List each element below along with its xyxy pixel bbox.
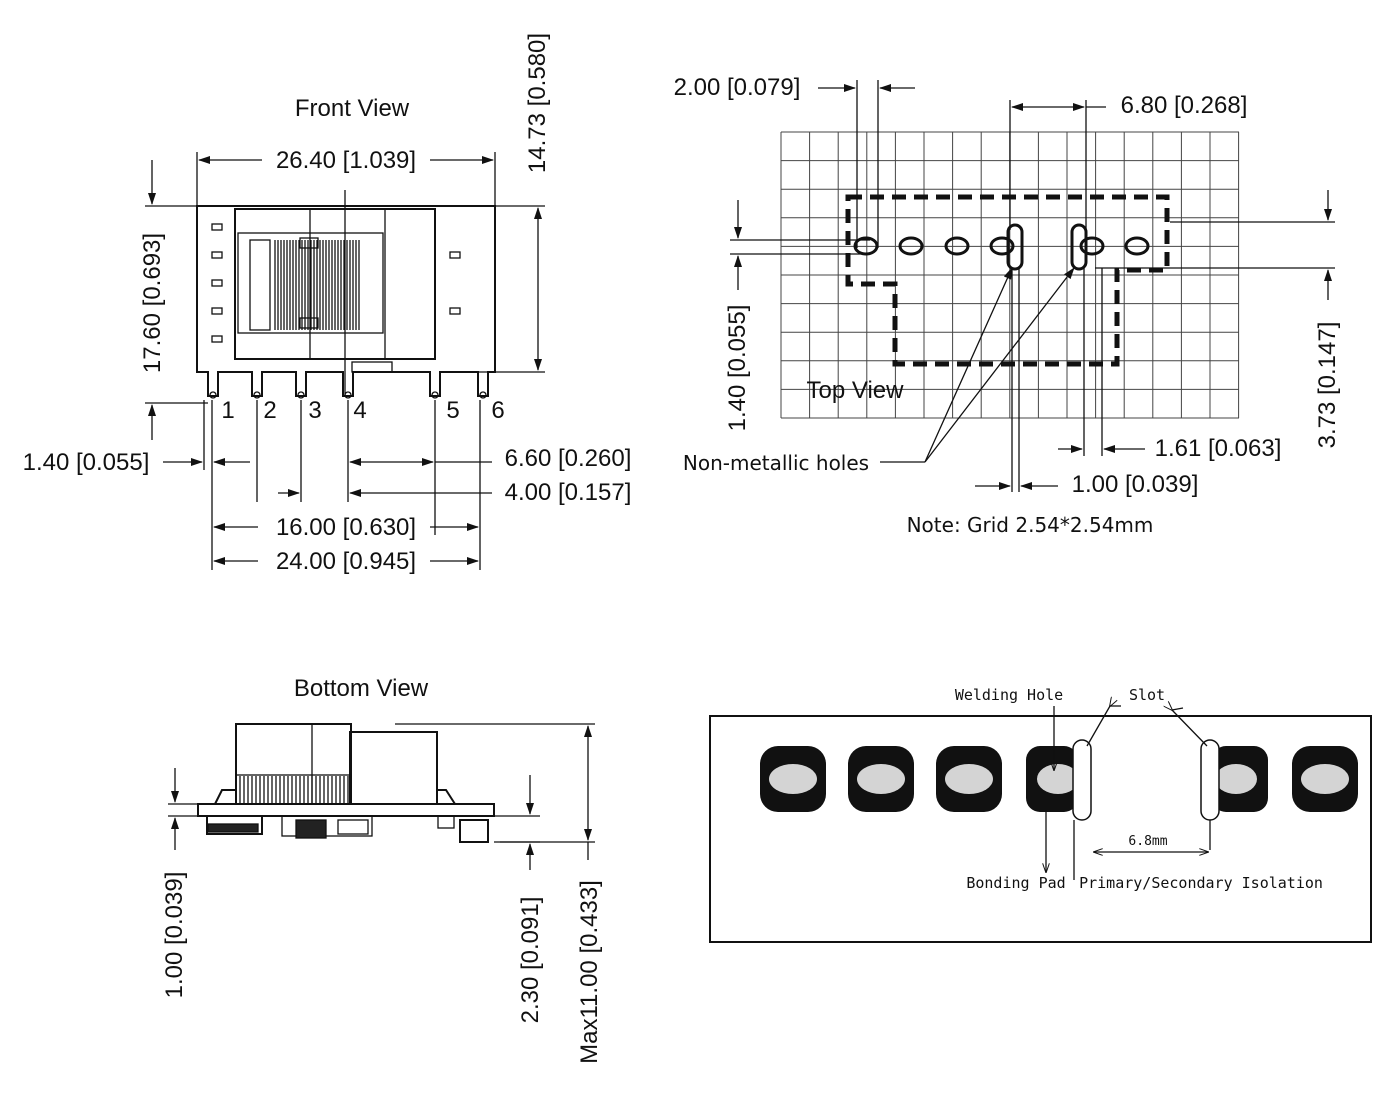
pin-4-label: 4 xyxy=(353,397,366,424)
dim-height-pins: 17.60 [0.693] xyxy=(139,160,208,440)
pads xyxy=(760,739,1358,821)
pin-labels: 1 2 3 4 5 6 xyxy=(221,397,504,424)
dim-6-80-label: 6.80 [0.268] xyxy=(1121,92,1248,119)
pin-5-label: 5 xyxy=(446,397,459,424)
dim-1-00: 1.00 [0.039] xyxy=(975,268,1198,498)
pcb-frame xyxy=(709,715,1372,943)
dim-bottom-max: Max11.00 [0.433] xyxy=(395,723,603,1064)
dim-3-73-label: 3.73 [0.147] xyxy=(1314,322,1341,449)
footprint-outline xyxy=(845,194,1170,367)
slot-2 xyxy=(1200,739,1220,821)
welding-hole-label: Welding Hole xyxy=(955,686,1063,704)
pcb-detail: Welding Hole Slot 6.8mm Bonding Pad Prim… xyxy=(709,686,1372,943)
dim-pitch-b-label: 4.00 [0.157] xyxy=(505,479,632,506)
front-view-title: Front View xyxy=(295,95,410,122)
bottom-view: Bottom View 1.00 [0.039] xyxy=(161,675,603,1064)
dim-pin-offset-label: 1.40 [0.055] xyxy=(23,449,150,476)
bottom-hatch xyxy=(239,776,349,803)
pad-holes xyxy=(853,223,1150,271)
dim-span-16-label: 16.00 [0.630] xyxy=(276,514,416,541)
dim-width: 26.40 [1.039] xyxy=(196,147,496,210)
gap-label: 6.8mm xyxy=(1128,834,1167,849)
slot-1 xyxy=(1072,739,1092,821)
dim-2: 2.00 [0.079] xyxy=(674,74,915,248)
dim-bottom-2-30-label: 2.30 [0.091] xyxy=(517,897,544,1024)
dim-6-80: 6.80 [0.268] xyxy=(1009,92,1248,230)
grid-note: Note: Grid 2.54*2.54mm xyxy=(907,513,1154,537)
dim-3-73: 3.73 [0.147] xyxy=(1095,190,1341,448)
non-metallic-callout: Non-metallic holes xyxy=(683,267,1075,475)
dim-bottom-2-30: 2.30 [0.091] xyxy=(494,775,544,1023)
dim-bottom-1-00-label: 1.00 [0.039] xyxy=(161,872,188,999)
pin-2-label: 2 xyxy=(263,397,276,424)
dim-bottom-1-00: 1.00 [0.039] xyxy=(161,768,200,998)
winding-hatch xyxy=(274,240,360,330)
top-view: Top View 2.00 [0.079] 6.80 [0.268] 1.40 … xyxy=(674,74,1341,537)
dim-1-00-label: 1.00 [0.039] xyxy=(1072,471,1199,498)
dim-1-61: 1.61 [0.063] xyxy=(1058,268,1281,462)
bottom-view-title: Bottom View xyxy=(294,675,429,702)
pin-1-label: 1 xyxy=(221,397,234,424)
pin-dimension-lines: 1.40 [0.055] 6.60 [0.260] 4.00 [0.157] 1… xyxy=(23,400,632,575)
dim-1-61-label: 1.61 [0.063] xyxy=(1155,435,1282,462)
slot-right xyxy=(1070,223,1088,271)
dim-span-24-label: 24.00 [0.945] xyxy=(276,548,416,575)
side-profile xyxy=(197,723,495,843)
dim-height-pins-label: 17.60 [0.693] xyxy=(139,233,166,373)
pin-6-label: 6 xyxy=(491,397,504,424)
dim-bottom-max-label: Max11.00 [0.433] xyxy=(576,880,603,1064)
callout-label: Non-metallic holes xyxy=(683,451,869,475)
top-view-title: Top View xyxy=(807,377,905,404)
front-view: Front View 26.40 [1.039] xyxy=(23,33,632,575)
dim-height-total-label: 14.73 [0.580] xyxy=(524,33,551,173)
dim-width-label: 26.40 [1.039] xyxy=(276,147,416,174)
dim-1-40-label: 1.40 [0.055] xyxy=(724,305,751,432)
dim-pitch-a-label: 6.60 [0.260] xyxy=(505,445,632,472)
transformer-body xyxy=(196,190,496,399)
dim-height-total: 14.73 [0.580] xyxy=(470,33,551,373)
bonding-pad-label: Bonding Pad xyxy=(966,874,1065,892)
slot-left xyxy=(1006,223,1024,271)
isolation-label: Primary/Secondary Isolation xyxy=(1079,874,1323,892)
slot-label: Slot xyxy=(1129,686,1165,704)
pin-3-label: 3 xyxy=(308,397,321,424)
dim-2-label: 2.00 [0.079] xyxy=(674,74,801,101)
dim-1-40: 1.40 [0.055] xyxy=(724,200,870,431)
